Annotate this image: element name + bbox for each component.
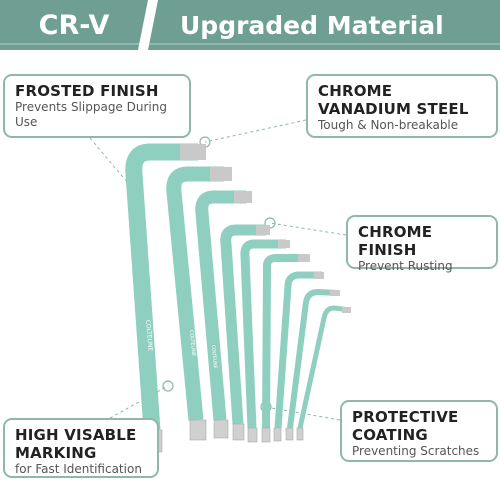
callout-high-visable-marking: HIGH VISABLE MARKING for Fast Identifica… — [3, 418, 159, 478]
callout-marking-title: HIGH VISABLE MARKING — [15, 426, 137, 462]
wrench-8 — [285, 288, 340, 441]
wrench-7 — [273, 271, 324, 442]
callout-frosted-title: FROSTED FINISH — [15, 82, 159, 100]
connector-chromef — [269, 222, 347, 236]
wrench-2 — [166, 166, 232, 441]
callout-chromef-title: CHROME FINISH — [358, 223, 433, 259]
callout-chrome-vanadium: CHROME VANADIUM STEEL Tough & Non-breaka… — [306, 74, 498, 138]
wrench-brand-mark-1: COLTEUNE — [144, 320, 154, 352]
wrench-brand-mark-3: COLTEUNE — [210, 345, 218, 369]
banner-title: Upgraded Material — [180, 10, 444, 40]
connector-chromev — [204, 119, 307, 143]
marker-marking — [162, 380, 174, 392]
banner-shapes — [0, 0, 500, 50]
wrench-3 — [195, 190, 252, 439]
wrench-4 — [220, 224, 270, 441]
callout-frosted-finish: FROSTED FINISH Prevents Slippage During … — [3, 74, 191, 138]
wrench-9 — [296, 305, 351, 441]
callout-frosted-desc: Prevents Slippage During Use — [15, 100, 167, 129]
connector-marking — [109, 385, 169, 419]
wrench-5 — [240, 239, 290, 443]
callout-chrome-finish: CHROME FINISH Prevent Rusting — [346, 215, 498, 273]
callout-protect-desc: Preventing Scratches — [352, 444, 480, 458]
callout-protect-title: PROTECTIVE COATING — [352, 408, 459, 444]
callout-chromev-title: CHROME VANADIUM STEEL — [318, 82, 469, 118]
callout-protective-coating: PROTECTIVE COATING Preventing Scratches — [340, 400, 498, 462]
wrench-brand-mark-2: COLTEUNE — [188, 330, 196, 357]
callout-marking-desc: for Fast Identification — [15, 462, 142, 476]
wrench-6 — [261, 254, 310, 443]
callout-chromef-desc: Prevent Rusting — [358, 259, 453, 273]
banner-crv-label: CR-V — [38, 9, 110, 41]
header-banner: CR-V Upgraded Material — [0, 0, 500, 50]
callout-chromev-desc: Tough & Non-breakable — [318, 118, 459, 132]
